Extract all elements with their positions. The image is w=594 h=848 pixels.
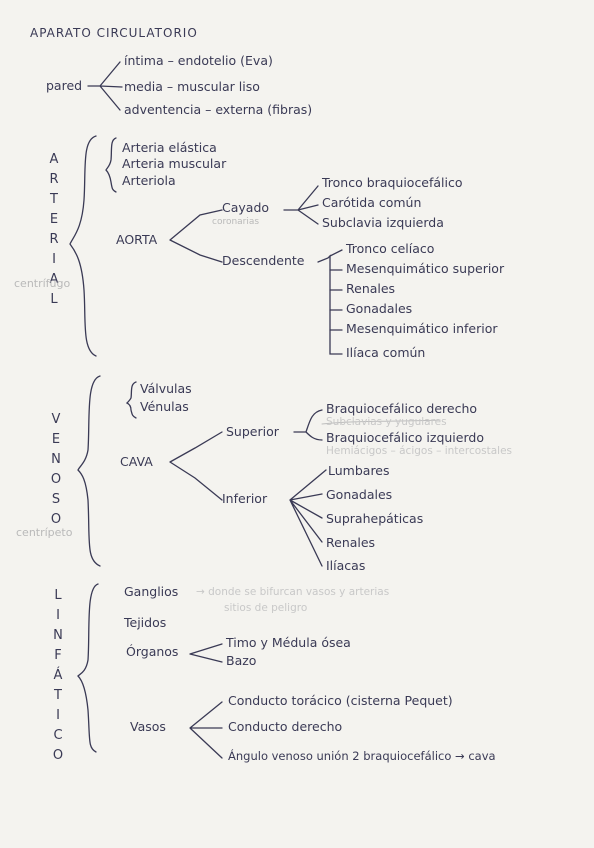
descendente-branch: Renales: [346, 281, 396, 296]
pared-item: adventencia – externa (fibras): [124, 102, 313, 117]
superior-pencil-note: Subclavias y yugulares: [326, 416, 447, 428]
superior-branch: Braquiocefálico izquierdo: [326, 430, 484, 445]
descendente-branch: Tronco celíaco: [346, 241, 435, 256]
pared-label: pared: [46, 78, 83, 93]
inferior-label: Inferior: [222, 491, 268, 506]
descendente-branch: Gonadales: [346, 301, 413, 316]
arterial-type: Arteria muscular: [122, 156, 227, 171]
cayado-branch: Subclavia izquierda: [322, 215, 444, 230]
pared-item: íntima – endotelio (Eva): [124, 53, 273, 68]
cayado-branch: Carótida común: [322, 195, 422, 210]
inferior-branch: Ilíacas: [326, 558, 366, 573]
superior-pencil-note: Hemiácigos – ácigos – intercostales: [326, 445, 513, 457]
descendente-branch: Ilíaca común: [346, 345, 426, 360]
tejidos-label: Tejidos: [124, 615, 167, 630]
venoso-note: centrípeto: [16, 526, 73, 539]
arterial-type: Arteria elástica: [122, 140, 217, 155]
inferior-branch: Suprahepáticas: [326, 511, 424, 526]
inferior-branch: Renales: [326, 535, 376, 550]
arterial-type: Arteriola: [122, 173, 176, 188]
vasos-item: Ángulo venoso unión 2 braquiocefálico → …: [228, 749, 496, 763]
cava-label: CAVA: [120, 454, 153, 469]
organos-label: Órganos: [126, 644, 179, 659]
descendente-label: Descendente: [222, 253, 305, 268]
vasos-item: Conducto derecho: [228, 719, 343, 734]
superior-branch: Braquiocefálico derecho: [326, 401, 478, 416]
organos-item: Bazo: [226, 653, 257, 668]
vasos-label: Vasos: [130, 719, 166, 734]
venoso-type: Válvulas: [140, 381, 192, 396]
descendente-branch: Mesenquimático inferior: [346, 321, 498, 336]
descendente-branch: Mesenquimático superior: [346, 261, 505, 276]
vasos-item: Conducto torácico (cisterna Pequet): [228, 693, 453, 708]
ganglios-pencil-note: → donde se bifurcan vasos y arterias: [196, 586, 390, 598]
inferior-branch: Lumbares: [328, 463, 390, 478]
cayado-branch: Tronco braquiocefálico: [322, 175, 463, 190]
inferior-branch: Gonadales: [326, 487, 393, 502]
superior-label: Superior: [226, 424, 279, 439]
aorta-label: AORTA: [116, 232, 158, 247]
coronarias-note: coronarias: [212, 217, 260, 227]
ganglios-label: Ganglios: [124, 584, 179, 599]
arterial-note: centrífugo: [14, 277, 71, 290]
organos-item: Timo y Médula ósea: [226, 635, 351, 650]
ganglios-pencil-note: sitios de peligro: [224, 602, 308, 614]
pared-item: media – muscular liso: [124, 79, 260, 94]
venoso-type: Vénulas: [140, 399, 189, 414]
cayado-label: Cayado: [222, 200, 270, 215]
page-title: APARATO CIRCULATORIO: [30, 26, 198, 40]
